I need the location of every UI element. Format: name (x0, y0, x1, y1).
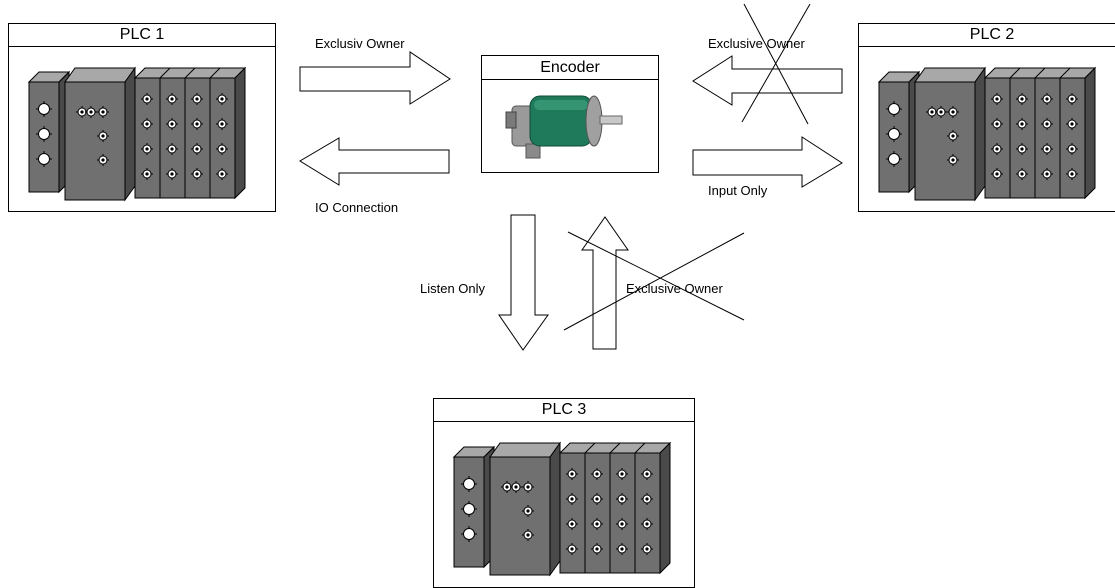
arrow-encoder-to-plc3 (498, 214, 549, 351)
label-plc2-to-encoder: Exclusive Owner (708, 36, 805, 51)
plc2-rack-icon (877, 64, 1097, 204)
label-plc3-to-encoder: Exclusive Owner (626, 281, 723, 296)
encoder-box: Encoder (481, 55, 659, 173)
plc2-box: PLC 2 (858, 23, 1115, 212)
plc2-title: PLC 2 (859, 24, 1115, 47)
plc3-rack-icon (452, 439, 672, 579)
encoder-icon (505, 95, 623, 159)
plc1-title: PLC 1 (9, 24, 275, 47)
plc3-box: PLC 3 (433, 398, 695, 588)
plc3-title: PLC 3 (434, 399, 694, 422)
arrow-plc2-to-encoder (692, 55, 843, 106)
plc1-rack-icon (27, 64, 247, 204)
label-encoder-to-plc1: IO Connection (315, 200, 399, 215)
arrow-plc1-to-encoder (299, 51, 451, 105)
cross-out-plc3-exclusive-owner (563, 231, 745, 331)
encoder-title: Encoder (482, 56, 658, 80)
arrow-encoder-to-plc1 (299, 137, 450, 186)
label-encoder-to-plc3: Listen Only (420, 281, 486, 296)
label-encoder-to-plc2: Input Only (708, 183, 768, 198)
plc1-box: PLC 1 (8, 23, 276, 212)
cross-out-plc2-exclusive-owner (741, 3, 811, 125)
label-plc1-to-encoder: Exclusiv Owner (315, 36, 405, 51)
arrow-encoder-to-plc2 (692, 136, 843, 188)
arrow-plc3-to-encoder (581, 216, 629, 350)
